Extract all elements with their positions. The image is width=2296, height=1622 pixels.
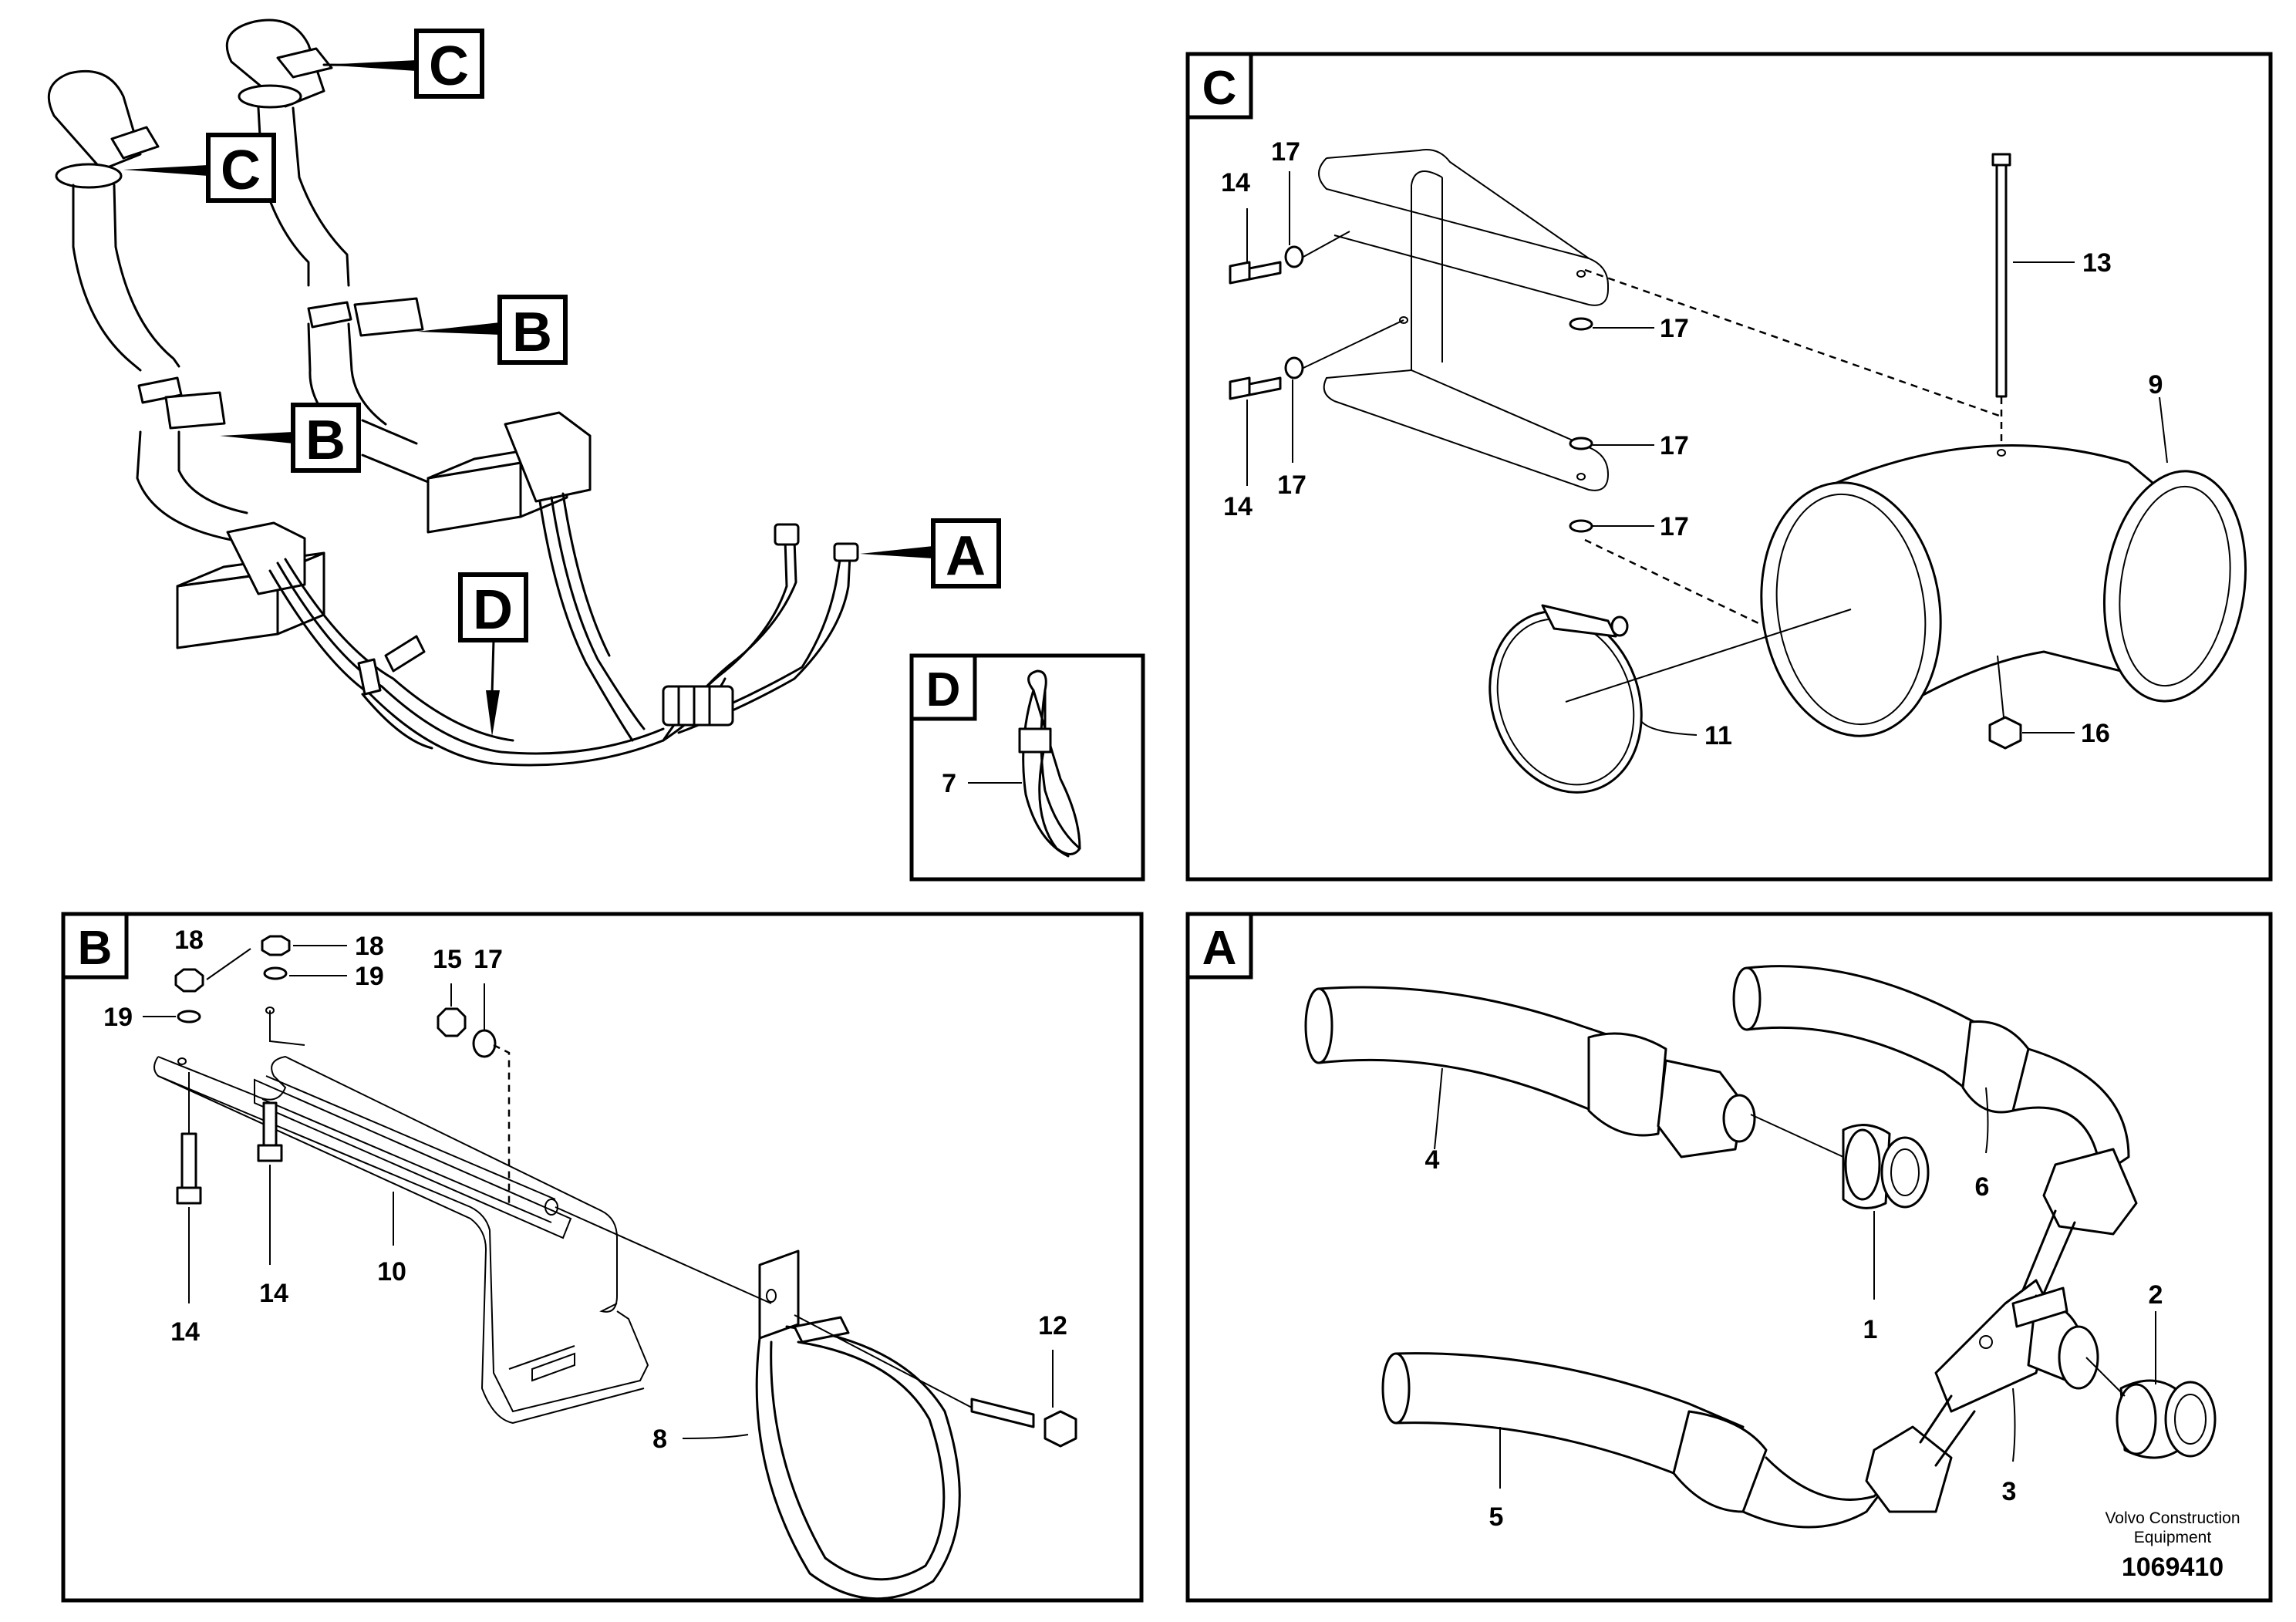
panel-c: C (1185, 52, 2273, 882)
air-hose-upper (225, 19, 387, 433)
part-19-b-label: 19 (355, 962, 384, 991)
part-14-a-label: 14 (170, 1317, 200, 1347)
callout-a: A (860, 518, 1001, 588)
part-6-label: 6 (1975, 1172, 1990, 1202)
overview-assembly: C C B B A D (47, 19, 1001, 767)
part-19-a-label: 19 (103, 1003, 133, 1032)
washer-19-a (177, 1010, 201, 1023)
washer-17-b (472, 1029, 497, 1058)
adapter-1 (1842, 1124, 1930, 1209)
bolt-14-top (1229, 261, 1282, 285)
panel-d-label: D (926, 663, 961, 717)
part-17-r1-label: 17 (1660, 314, 1689, 343)
brand-line-1: Volvo Construction (2105, 1509, 2240, 1527)
part-8-label: 8 (652, 1425, 667, 1454)
document-id: 1069410 (2122, 1553, 2224, 1582)
bracket-10 (153, 1007, 649, 1425)
part-11-label: 11 (1704, 721, 1732, 750)
part-12-label: 12 (1038, 1311, 1067, 1340)
callout-d-label: D (473, 579, 513, 641)
bolt-14-bottom (1229, 376, 1282, 400)
part-14-bottom-label: 14 (1223, 492, 1253, 521)
part-17-r3-label: 17 (1660, 512, 1689, 541)
bolt-14-a (176, 1132, 202, 1205)
part-15-label: 15 (433, 945, 462, 974)
bolt-12 (970, 1398, 1077, 1448)
cable-tie (1018, 669, 1081, 858)
part-9-label: 9 (2149, 370, 2163, 400)
part-17-bottom-label: 17 (1277, 470, 1306, 500)
brand-line-2: Equipment (2134, 1529, 2212, 1546)
part-17-r2-label: 17 (1660, 431, 1689, 460)
part-14-b-label: 14 (259, 1279, 288, 1308)
long-bolt-13 (1991, 153, 2011, 398)
bracket-clamps (110, 47, 424, 430)
washer-17-bottom (1284, 356, 1304, 379)
part-4-label: 4 (1425, 1145, 1440, 1175)
callout-c-top: C (322, 29, 484, 99)
part-3-label: 3 (2002, 1477, 2017, 1506)
callout-c-left: C (123, 133, 276, 203)
mounting-bracket (1318, 149, 1610, 491)
elbow-pipe-9 (1760, 444, 2247, 737)
washer-17-r1 (1569, 317, 1593, 331)
callout-b-left-label: B (305, 410, 346, 471)
washer-19-b (263, 966, 288, 980)
panel-b: B (61, 912, 1144, 1603)
nut-15 (437, 1007, 467, 1037)
part-14-top-label: 14 (1221, 168, 1250, 197)
nut-16 (1988, 716, 2022, 750)
part-5-label: 5 (1489, 1502, 1504, 1532)
part-16-label: 16 (2081, 719, 2110, 748)
bolt-14-b (257, 1101, 283, 1162)
callout-b-top-label: B (512, 302, 552, 363)
strap-clamp-8 (755, 1249, 961, 1600)
part-2-label: 2 (2149, 1280, 2163, 1310)
part-17-label: 17 (474, 945, 503, 974)
washer-17-r2 (1569, 437, 1593, 450)
part-7-label: 7 (942, 769, 956, 798)
callout-b-left: B (220, 403, 430, 484)
callout-c-top-label: C (429, 35, 469, 97)
panel-b-label: B (78, 922, 113, 975)
panel-d: D 7 (909, 653, 1145, 882)
panel-c-label: C (1202, 62, 1237, 115)
part-10-label: 10 (377, 1257, 406, 1286)
tee-3 (1934, 1209, 2099, 1413)
callout-c-left-label: C (221, 140, 261, 201)
nut-18-a (174, 968, 204, 993)
part-18-a-label: 18 (174, 926, 204, 955)
callout-d: D (458, 572, 528, 737)
wiring-harness (268, 492, 859, 767)
part-18-b-label: 18 (355, 932, 384, 961)
hose-5 (1381, 1352, 1976, 1529)
hose-4 (1304, 986, 1756, 1158)
washer-17-r3 (1569, 519, 1593, 533)
callout-b-top: B (416, 295, 568, 365)
hose-6 (1732, 965, 2138, 1236)
part-13-label: 13 (2082, 248, 2112, 278)
panel-a-label: A (1202, 922, 1237, 975)
adapter-2 (2116, 1379, 2217, 1459)
part-1-label: 1 (1863, 1315, 1878, 1344)
panel-a: A (1185, 912, 2273, 1603)
callout-a-label: A (946, 525, 986, 587)
nut-18-b (261, 935, 291, 956)
part-17-top-label: 17 (1271, 137, 1300, 167)
washer-17-top (1284, 245, 1304, 268)
